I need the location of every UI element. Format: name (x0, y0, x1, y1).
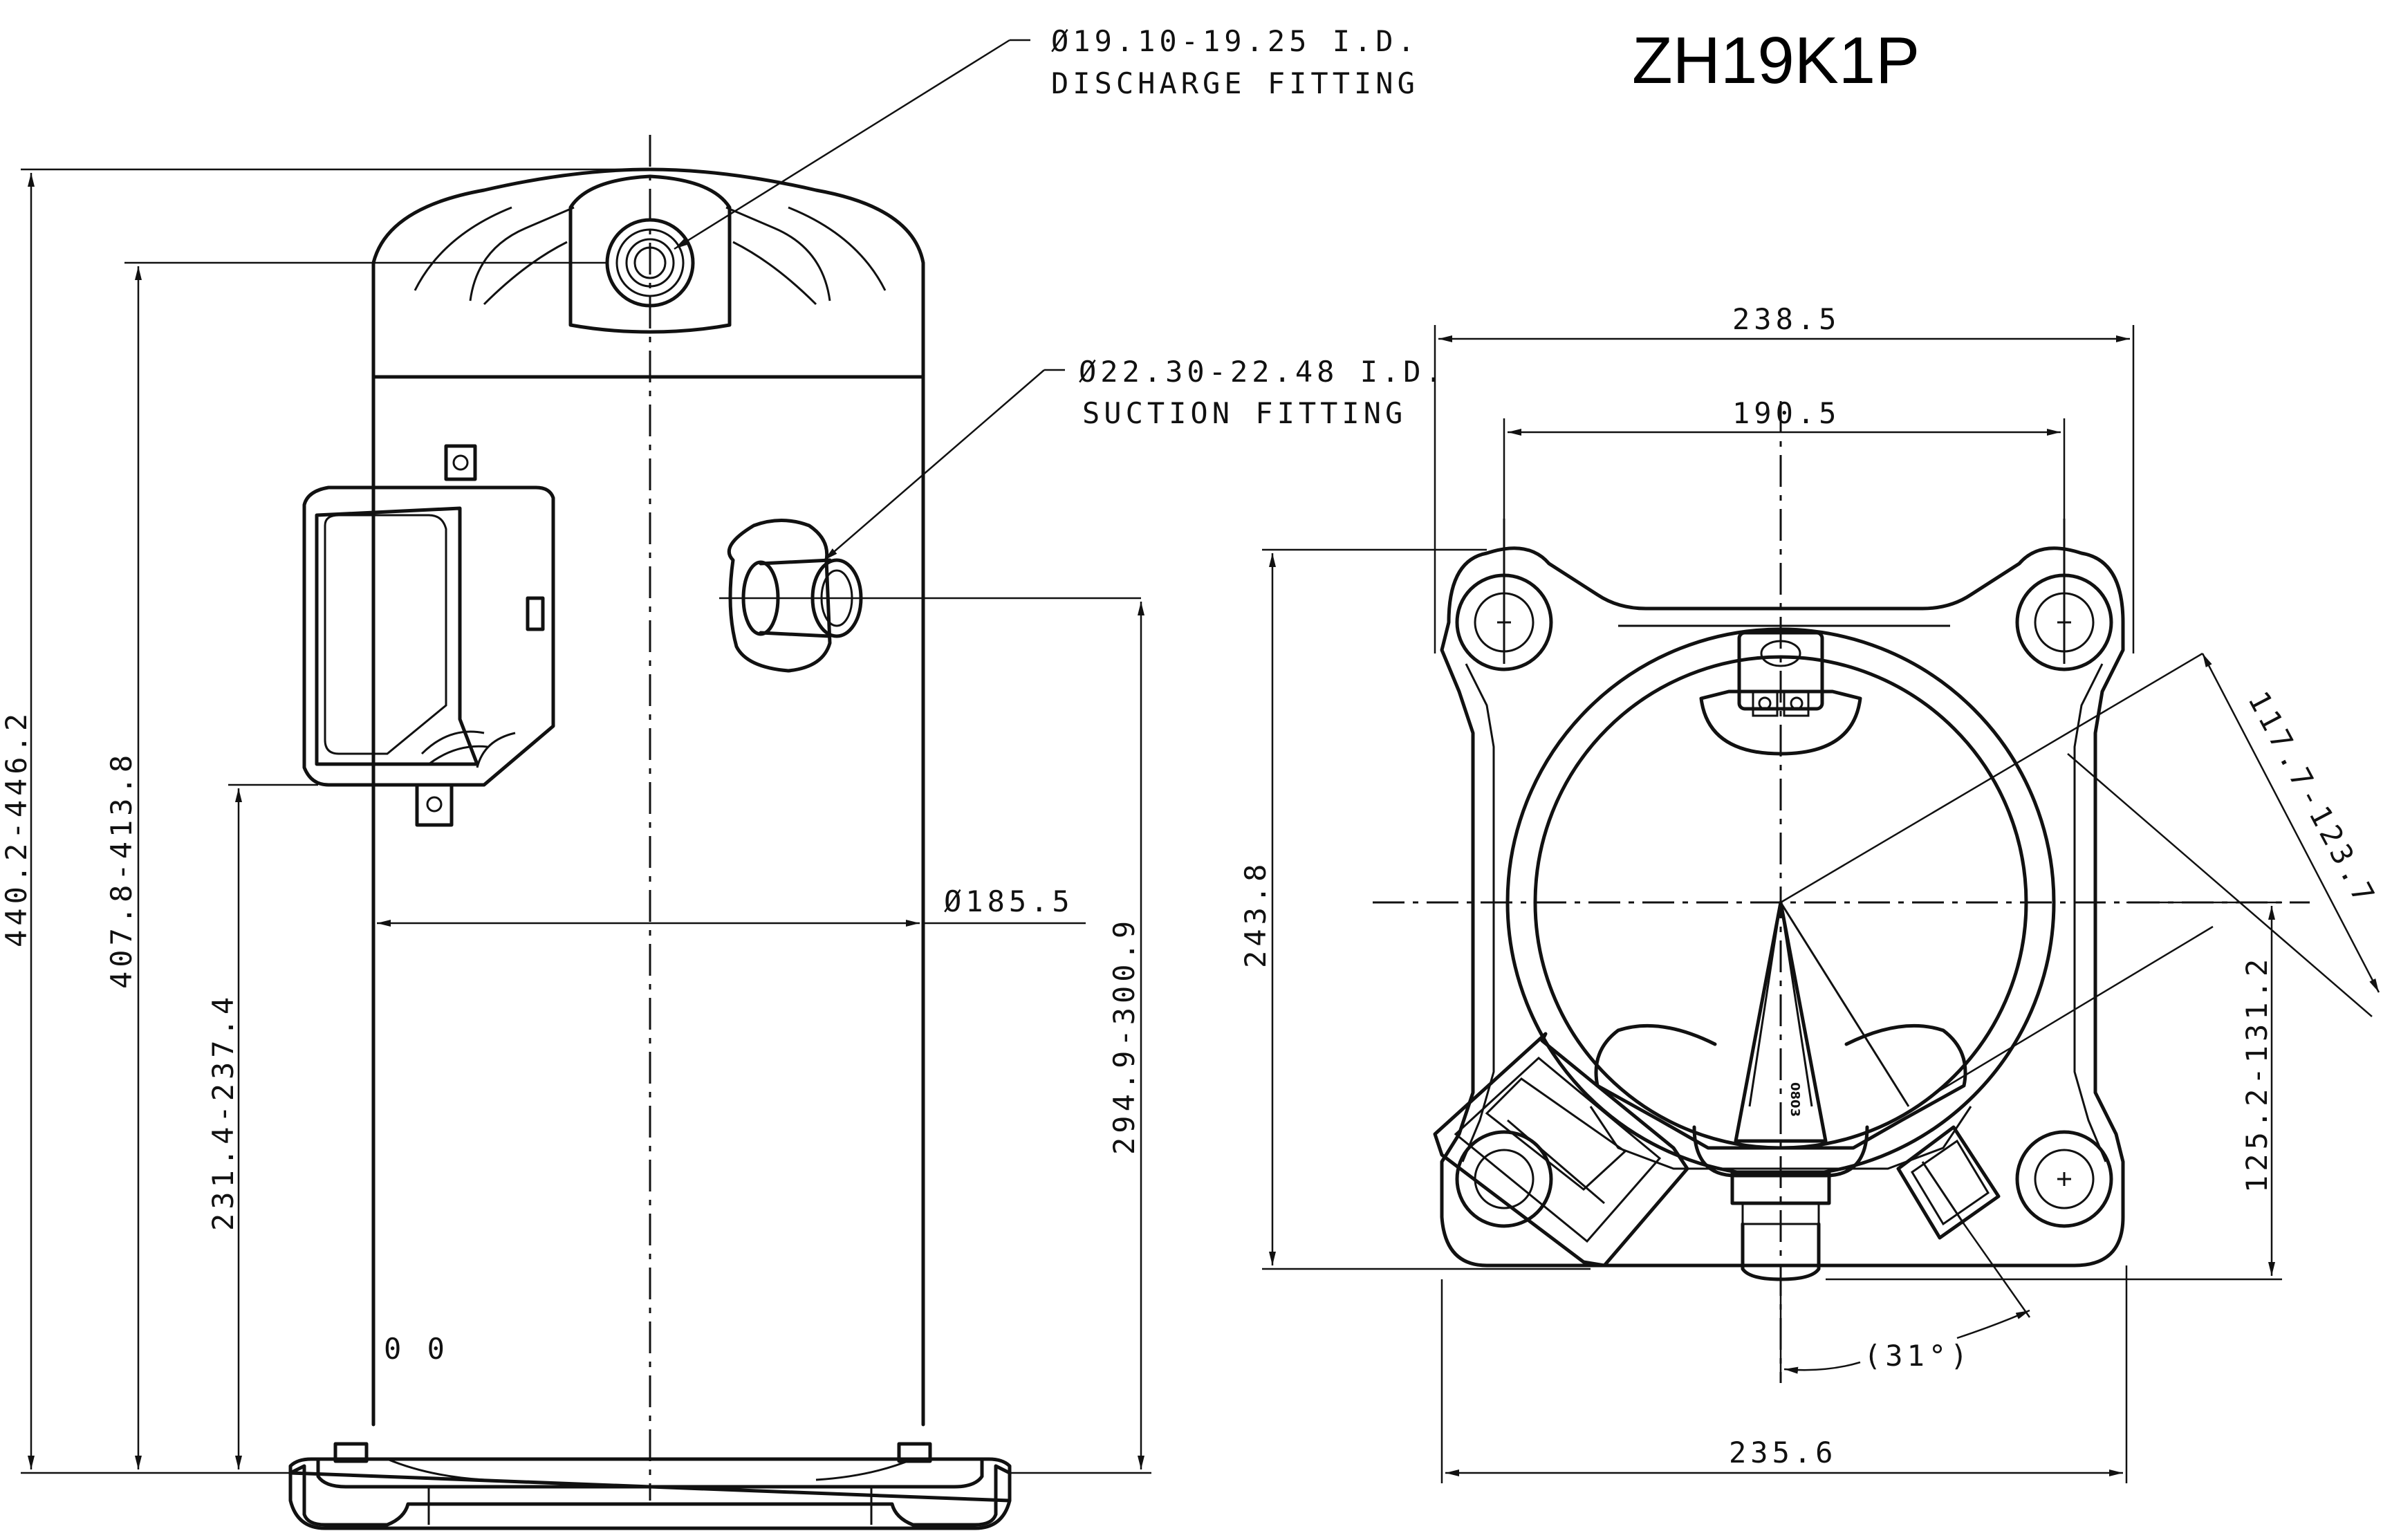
top-tab (444, 444, 477, 481)
shell (371, 375, 925, 1427)
callout-discharge: Ø19.10-19.25 I.D. DISCHARGE FITTING (674, 24, 1419, 250)
svg-text:DISCHARGE FITTING: DISCHARGE FITTING (1051, 66, 1419, 100)
svg-text:190.5: 190.5 (1732, 396, 1840, 430)
top-view: 0803 238.5 190.5 (1239, 302, 2383, 1483)
sight-marks: 0 0 (384, 1332, 449, 1366)
foot-right (897, 1442, 932, 1463)
dim-overall-width: 238.5 (1434, 302, 2135, 653)
bottom-tab (415, 783, 454, 827)
svg-text:125.2-131.2: 125.2-131.2 (2240, 955, 2274, 1193)
callout-suction: Ø22.30-22.48 I.D. SUCTION FITTING (824, 355, 1447, 561)
part-code: 0803 (1788, 1082, 1802, 1117)
dim-offset: 125.2-131.2 (1826, 901, 2282, 1281)
svg-text:235.6: 235.6 (1729, 1436, 1837, 1469)
top-bracket (1699, 631, 1862, 756)
dome-top (371, 167, 925, 379)
dim-base-width: 235.6 (1440, 1265, 2128, 1483)
svg-text:440.2-446.2: 440.2-446.2 (0, 709, 33, 947)
dim-overall-height: 440.2-446.2 (0, 168, 650, 1474)
svg-text:294.9-300.9: 294.9-300.9 (1107, 917, 1141, 1155)
svg-text:SUCTION FITTING: SUCTION FITTING (1082, 396, 1407, 430)
svg-text:(31°): (31°) (1864, 1339, 1972, 1373)
dim-angle: (31°) (1779, 925, 2214, 1383)
base-plate (288, 1442, 1012, 1530)
model-title: ZH19K1P (1632, 24, 1920, 98)
foot-left (333, 1442, 369, 1463)
top-terminal-box (1433, 1032, 1689, 1268)
svg-text:238.5: 238.5 (1732, 302, 1840, 336)
svg-text:117.7-123.7: 117.7-123.7 (2241, 686, 2383, 912)
suction-fitting (719, 519, 1141, 673)
svg-text:Ø22.30-22.48 I.D.: Ø22.30-22.48 I.D. (1079, 355, 1447, 389)
top-suction-fitting (1896, 1125, 2001, 1240)
dim-mount-spacing: 190.5 (1503, 396, 2066, 577)
dim-box-bottom: 231.4-237.4 (206, 783, 318, 1469)
top-base-plate (1440, 546, 2125, 1268)
terminal-box (302, 444, 555, 827)
dim-shell-diameter: Ø185.5 (377, 884, 1086, 927)
dim-suction-height: 294.9-300.9 (1010, 602, 1151, 1474)
svg-text:Ø185.5: Ø185.5 (944, 884, 1074, 918)
svg-text:Ø19.10-19.25 I.D.: Ø19.10-19.25 I.D. (1051, 24, 1419, 58)
dim-overall-depth: 243.8 (1239, 548, 1591, 1270)
dim-discharge-height: 407.8-413.8 (104, 261, 609, 1469)
side-view: 0 0 440.2-446.2 407.8-413.8 231.4-237.4 … (0, 24, 1447, 1530)
svg-text:243.8: 243.8 (1239, 860, 1272, 968)
top-internal-frame: 0803 (1589, 900, 1972, 1281)
svg-text:407.8-413.8: 407.8-413.8 (104, 751, 138, 989)
mount-hole-br (2015, 1130, 2113, 1228)
svg-text:231.4-237.4: 231.4-237.4 (206, 993, 240, 1231)
